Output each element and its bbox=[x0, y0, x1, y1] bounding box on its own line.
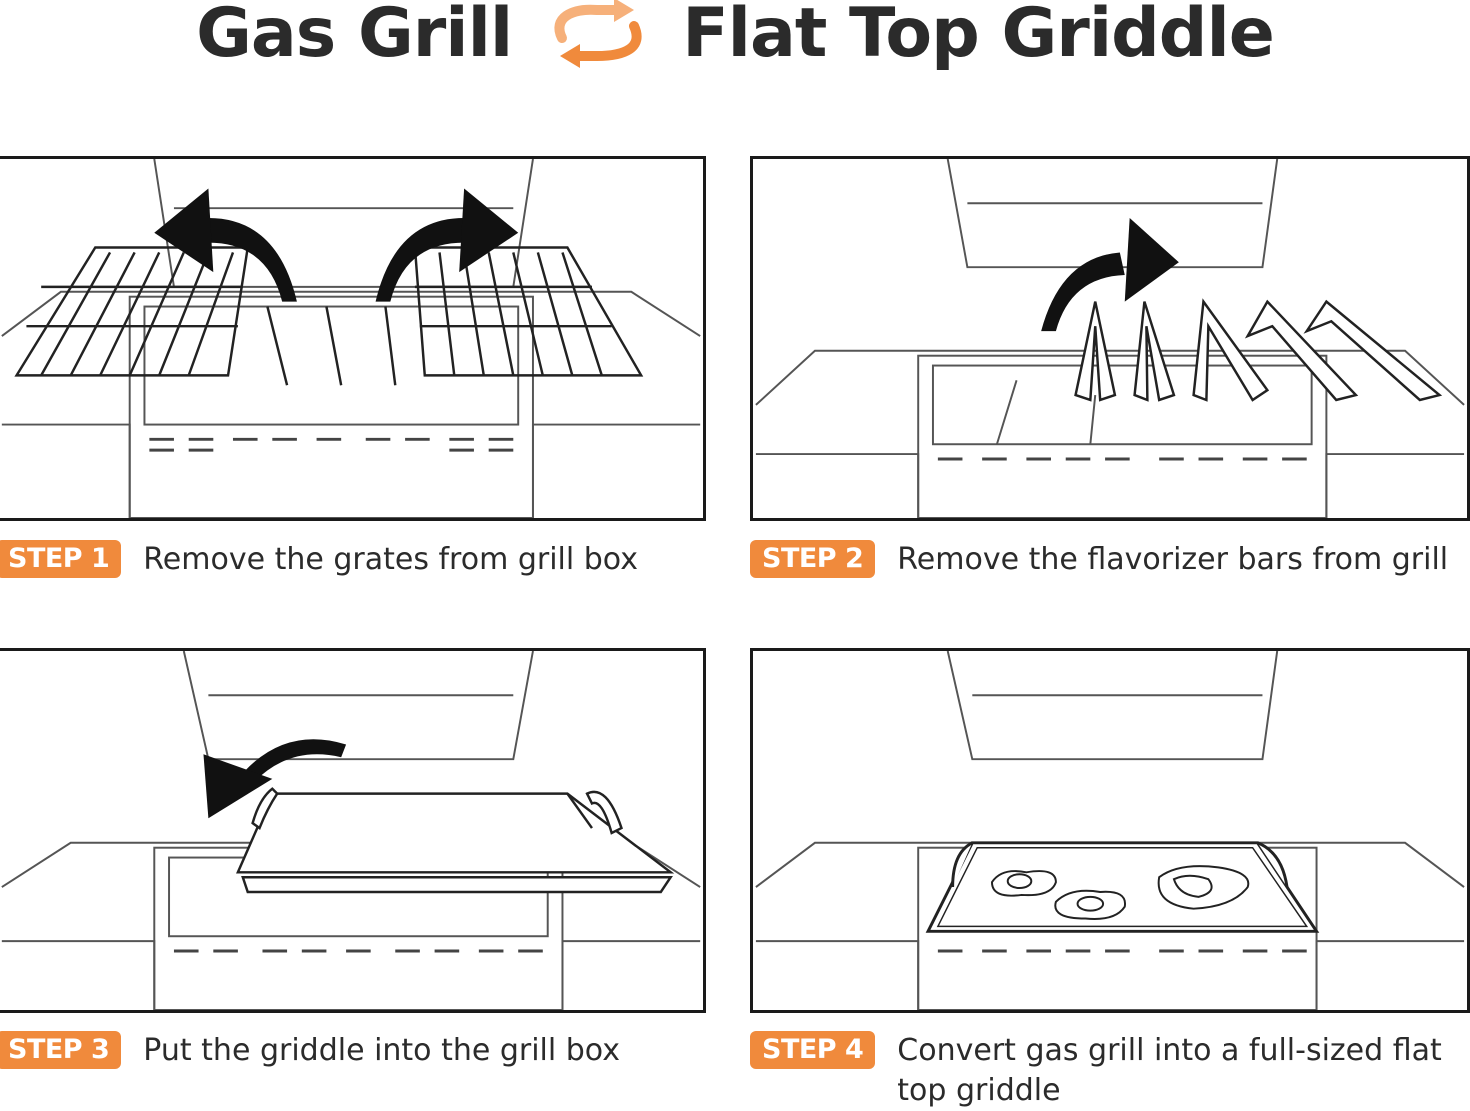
step-1-caption: Remove the grates from grill box bbox=[143, 542, 638, 577]
step-3-badge: STEP 3 bbox=[0, 1031, 122, 1069]
griddle-insert-illustration bbox=[1, 651, 701, 1010]
step-1-illustration bbox=[0, 156, 706, 521]
page-title: Gas Grill Flat Top Griddle bbox=[0, 0, 1470, 78]
step-2-illustration bbox=[750, 156, 1470, 521]
step-1-badge: STEP 1 bbox=[0, 540, 122, 578]
step-3-caption: Put the griddle into the grill box bbox=[143, 1033, 620, 1068]
step-4-badge: STEP 4 bbox=[750, 1031, 876, 1069]
flat-top-griddle-illustration bbox=[755, 651, 1465, 1010]
swap-arrows-icon bbox=[554, 0, 642, 68]
step-2-caption: Remove the flavorizer bars from grill bo… bbox=[897, 542, 1458, 577]
step-4-illustration bbox=[750, 648, 1470, 1013]
title-right: Flat Top Griddle bbox=[682, 0, 1275, 73]
flavorizer-bars-illustration bbox=[755, 159, 1465, 518]
step-3-illustration bbox=[0, 648, 706, 1013]
step-2-badge: STEP 2 bbox=[750, 540, 876, 578]
grates-removal-illustration bbox=[1, 159, 701, 518]
title-left: Gas Grill bbox=[196, 0, 513, 73]
step-4-caption: Convert gas grill into a full-sized flat… bbox=[897, 1033, 1442, 1108]
